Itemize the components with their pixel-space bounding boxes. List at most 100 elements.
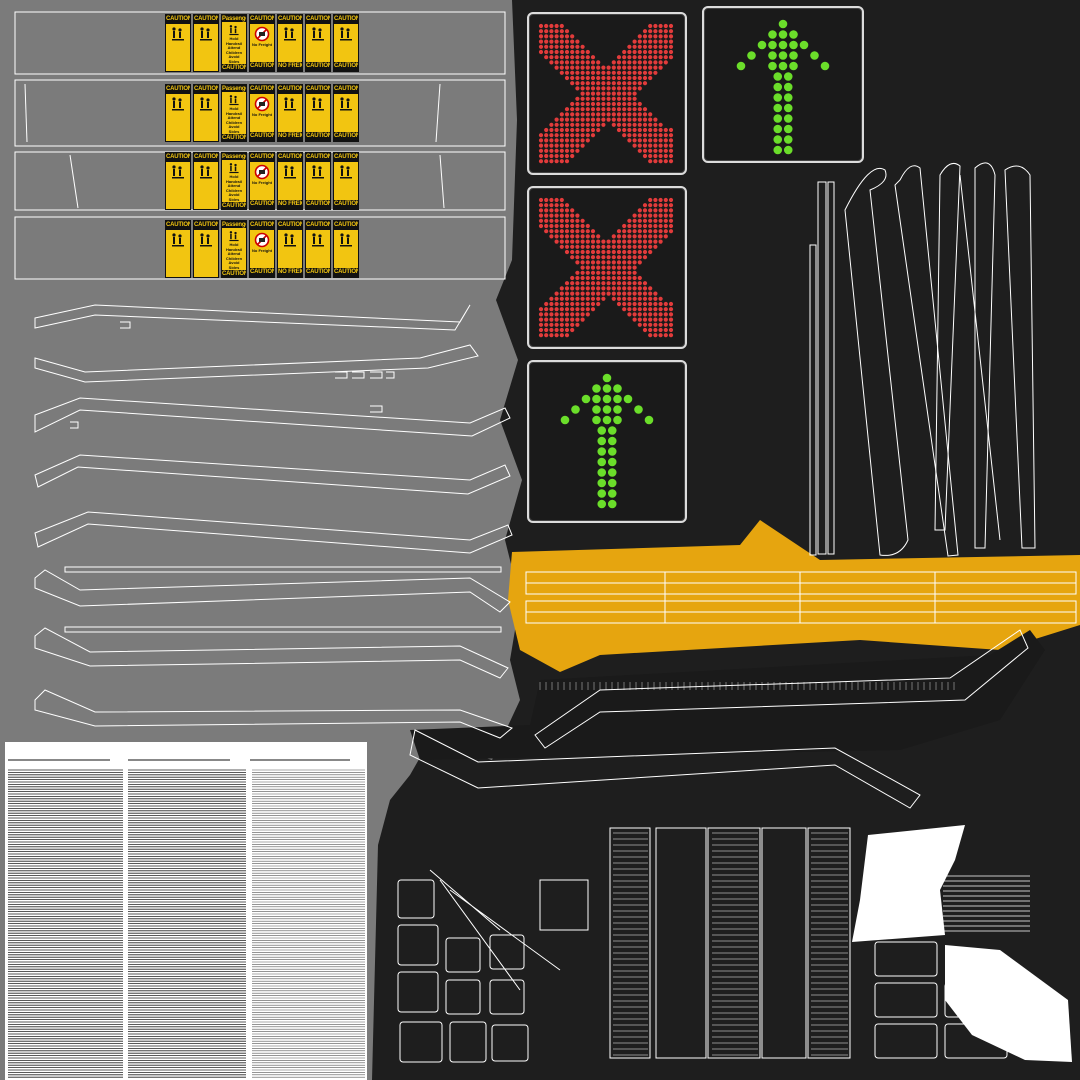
no-freight-text: No Freight [252,180,272,185]
no-freight-icon [254,96,270,112]
person-icon [200,27,212,41]
caution-header: CAUTION [278,85,302,94]
caution-footer: NO FREIGHT [278,268,302,277]
caution-footer: CAUTION [334,62,358,71]
no-freight-text: No Freight [252,248,272,253]
caution-sticker-row-4: CAUTIONCAUTIONPassengers OnlyHold Handra… [165,220,359,278]
caution-header: CAUTION [334,221,358,230]
caution-footer: CAUTION [334,268,358,277]
handrail-strips [34,304,514,739]
caution-header: Passengers Only [222,221,246,228]
caution-header: CAUTION [250,221,274,230]
caution-footer: CAUTION [250,132,274,141]
caution-header: CAUTION [278,221,302,230]
caution-sticker: CAUTION [193,84,219,142]
person-icon [229,162,239,173]
caution-sticker: CAUTION CAUTION [305,152,331,210]
person-icon [229,230,239,241]
caution-header: Passengers Only [222,153,246,160]
caution-footer: CAUTION [250,200,274,209]
person-icon [340,97,352,111]
caution-sticker: CAUTION [165,14,191,72]
caution-sticker: CAUTION [193,220,219,278]
person-icon [172,27,184,41]
caution-header: CAUTION [194,15,218,24]
caution-header: CAUTION [250,153,274,162]
caution-footer: CAUTION [222,134,246,141]
caution-footer: NO FREIGHT [278,132,302,141]
led-x-icon [538,23,674,164]
caution-header: CAUTION [250,15,274,24]
caution-footer: CAUTION [222,64,246,71]
caution-footer: CAUTION [306,132,330,141]
caution-header: CAUTION [306,153,330,162]
caution-middle-text: Hold Handrail Attend Children Avoid Side… [225,106,243,134]
caution-middle-text: Hold Handrail Attend Children Avoid Side… [225,174,243,202]
caution-header: CAUTION [194,85,218,94]
person-icon [340,233,352,247]
led-sign-go-2 [527,360,687,523]
caution-sticker: CAUTION [165,220,191,278]
caution-footer: NO FREIGHT [278,62,302,71]
caution-footer: NO FREIGHT [278,200,302,209]
caution-sticker: CAUTION CAUTION [333,220,359,278]
caution-footer: CAUTION [306,200,330,209]
caution-header: CAUTION [334,85,358,94]
person-icon [172,165,184,179]
person-icon [284,97,296,111]
person-icon [200,233,212,247]
caution-header: CAUTION [278,153,302,162]
led-arrow-up-icon [736,19,830,155]
person-icon [172,97,184,111]
caution-middle-text: Hold Handrail Attend Children Avoid Side… [225,242,243,270]
person-icon [340,27,352,41]
caution-sticker: Passengers OnlyHold Handrail Attend Chil… [221,84,247,142]
striped-texture-block [5,742,367,1080]
caution-header: Passengers Only [222,15,246,22]
white-panel-top [852,825,965,942]
caution-footer: CAUTION [306,268,330,277]
caution-header: CAUTION [194,153,218,162]
person-icon [284,27,296,41]
caution-header: CAUTION [306,221,330,230]
caution-sticker: CAUTION [165,152,191,210]
caution-header: CAUTION [166,153,190,162]
led-sign-stop-1 [527,12,687,175]
caution-header: CAUTION [306,15,330,24]
caution-sticker: Passengers OnlyHold Handrail Attend Chil… [221,152,247,210]
person-icon [312,27,324,41]
caution-footer: CAUTION [306,62,330,71]
person-icon [200,97,212,111]
person-icon [172,233,184,247]
caution-sticker: CAUTION NO FREIGHT [277,220,303,278]
caution-sticker-row-2: CAUTIONCAUTIONPassengers OnlyHold Handra… [165,84,359,142]
no-freight-text: No Freight [252,112,272,117]
caution-footer: CAUTION [222,270,246,277]
person-icon [312,165,324,179]
vertical-loops [809,162,1036,557]
caution-sticker: Passengers OnlyHold Handrail Attend Chil… [221,220,247,278]
yellow-rails [525,571,1077,624]
caution-sticker: CAUTION CAUTION [305,220,331,278]
led-arrow-up-icon [560,373,654,509]
person-icon [284,233,296,247]
caution-sticker: CAUTION [193,152,219,210]
caution-footer: CAUTION [222,202,246,209]
person-icon [229,94,239,105]
caution-header: CAUTION [194,221,218,230]
person-icon [340,165,352,179]
person-icon [312,233,324,247]
caution-sticker: CAUTION [165,84,191,142]
caution-header: Passengers Only [222,85,246,92]
caution-header: CAUTION [334,153,358,162]
caution-header: CAUTION [166,221,190,230]
no-freight-icon [254,26,270,42]
